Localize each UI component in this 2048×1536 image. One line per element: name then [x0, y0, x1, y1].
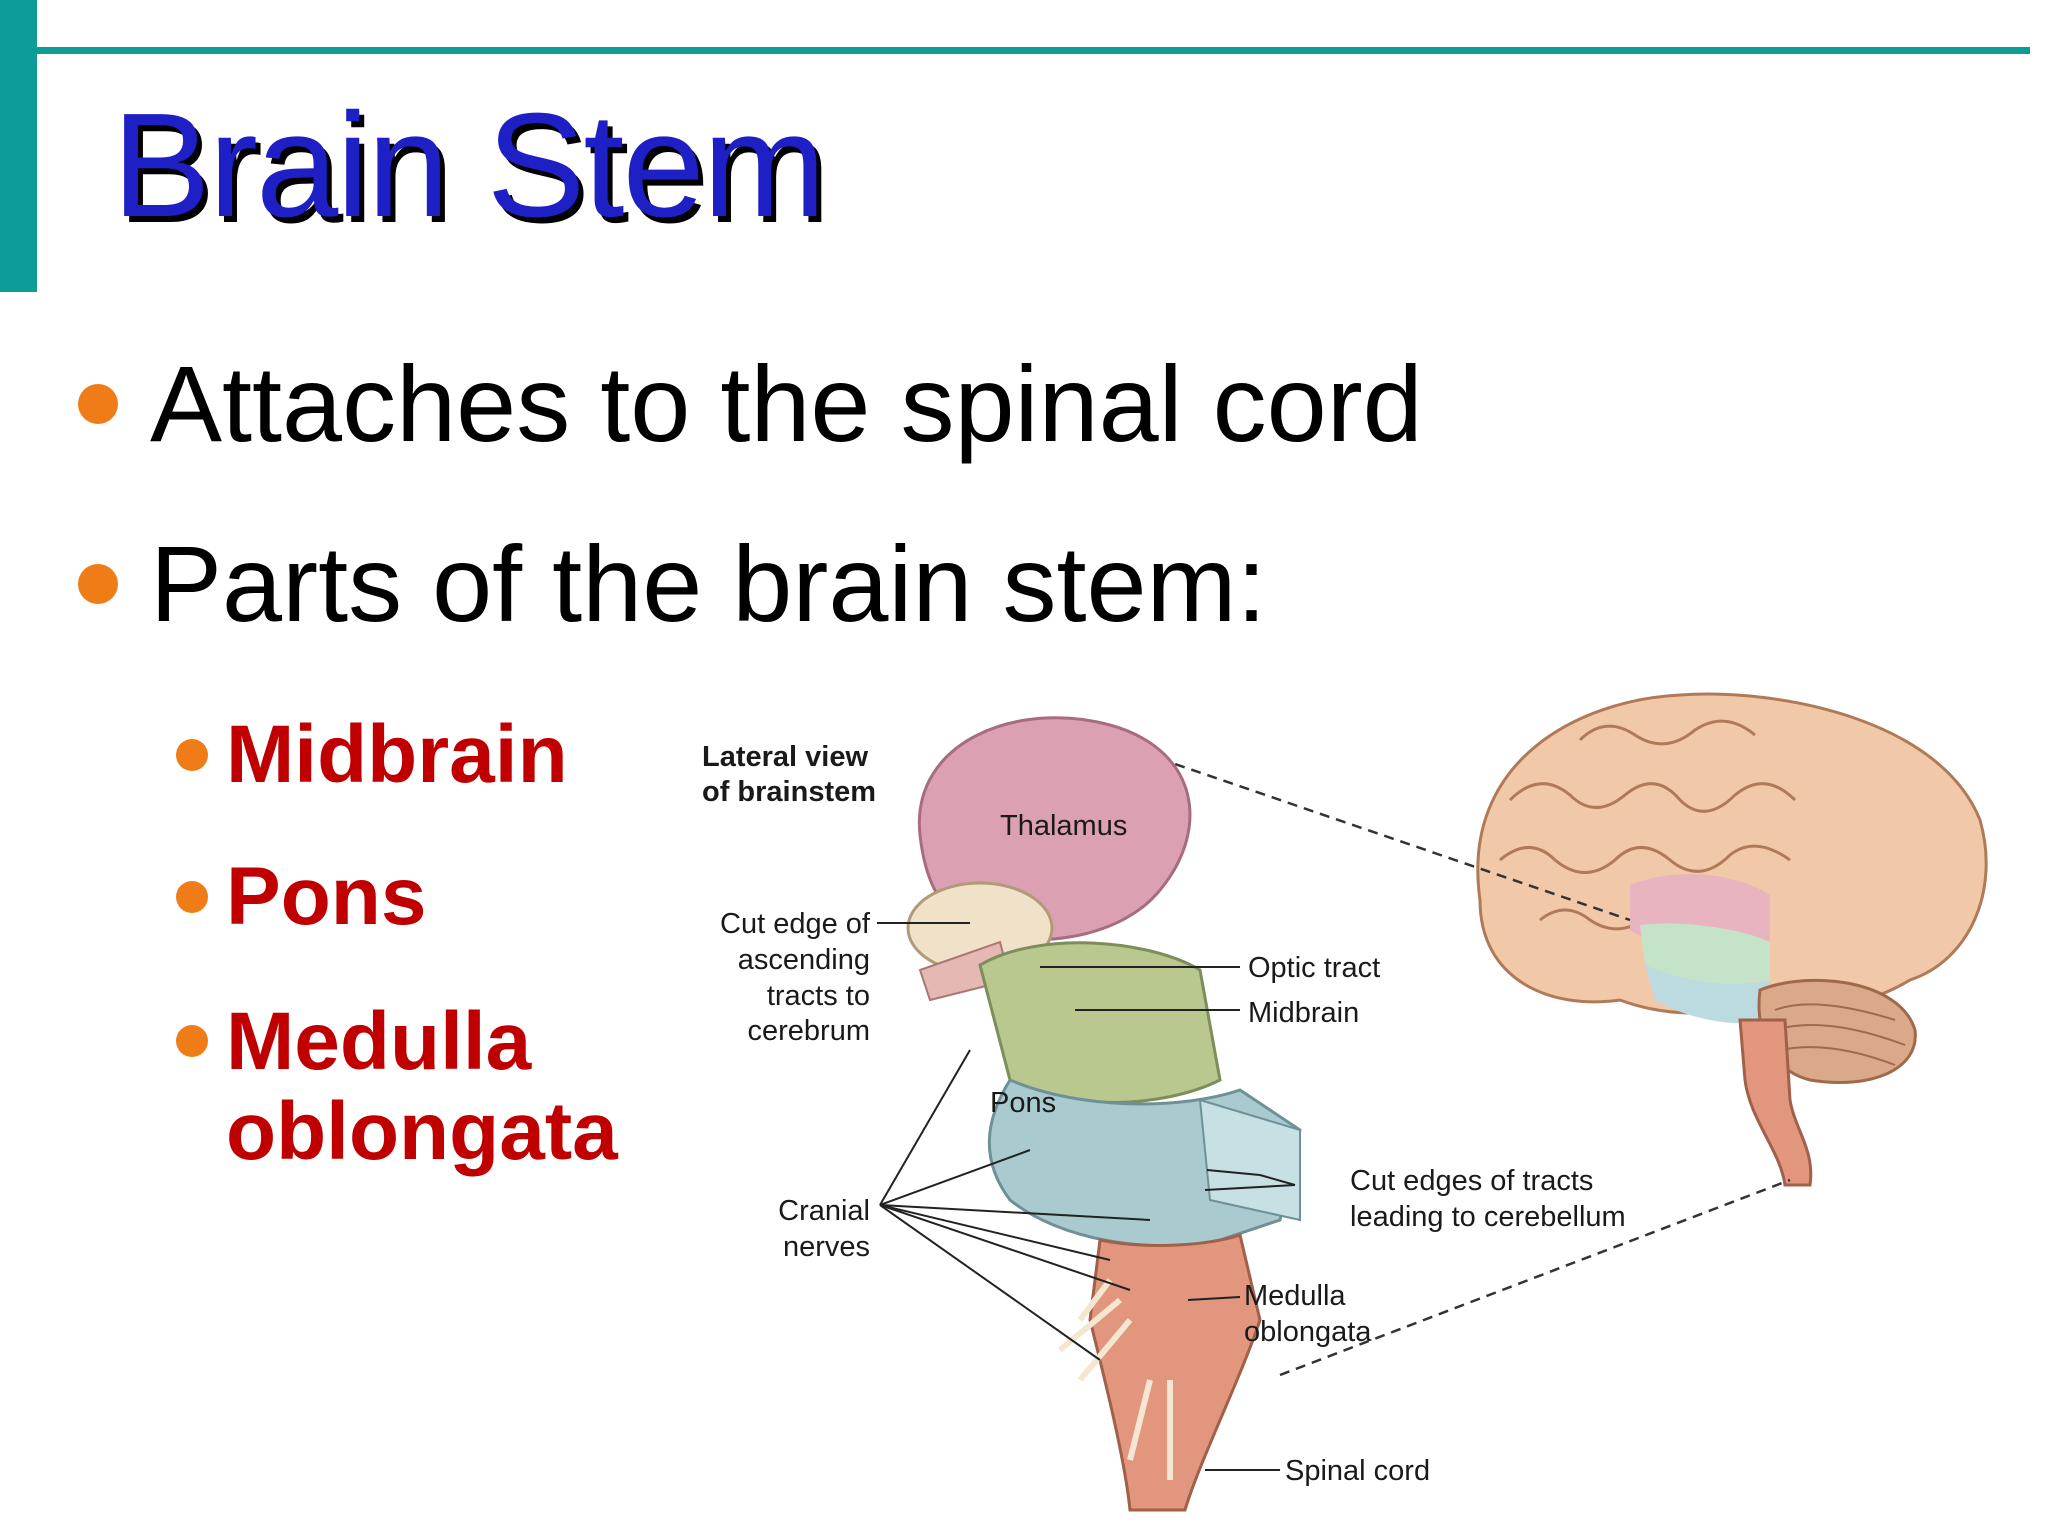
label-cut-edge-4: cerebrum	[748, 1015, 871, 1047]
whole-brain-illustration	[1476, 692, 1988, 1187]
caption-line-1: Lateral view	[702, 741, 868, 773]
caption-line-2: of brainstem	[702, 776, 876, 808]
label-medulla-1: Medulla	[1244, 1280, 1346, 1312]
sub-bullet-text: Pons	[226, 851, 427, 942]
label-cut-edge-2: ascending	[738, 944, 870, 976]
label-cut-edge-1: Cut edge of	[720, 908, 871, 940]
label-thalamus: Thalamus	[1000, 810, 1127, 842]
label-cut-edges-cerebellum-2: leading to cerebellum	[1350, 1201, 1626, 1233]
sub-bullet-item: Midbrain	[176, 710, 568, 800]
bullet-dot-icon	[78, 384, 118, 424]
label-midbrain: Midbrain	[1248, 997, 1359, 1029]
bullet-item: Attaches to the spinal cord	[78, 350, 1423, 458]
label-cut-edges-cerebellum-1: Cut edges of tracts	[1350, 1165, 1593, 1197]
bullet-dot-icon	[176, 1025, 208, 1057]
bullet-text: Parts of the brain stem:	[150, 523, 1267, 644]
bullet-item: Parts of the brain stem:	[78, 530, 1267, 638]
bullet-dot-icon	[176, 881, 208, 913]
accent-bar	[0, 0, 37, 292]
label-optic-tract: Optic tract	[1248, 952, 1380, 984]
bullet-text: Attaches to the spinal cord	[150, 343, 1423, 464]
brainstem-diagram: Lateral view of brainstem Thalamus Cut e…	[702, 692, 1988, 1512]
bullet-dot-icon	[176, 739, 208, 771]
brainstem-illustration	[906, 716, 1302, 1512]
sub-bullet-text: Midbrain	[226, 709, 568, 800]
sub-bullet-item: Medulla oblongata	[176, 997, 618, 1177]
label-spinal-cord: Spinal cord	[1285, 1455, 1430, 1487]
label-medulla-2: oblongata	[1244, 1316, 1372, 1348]
label-cranial-1: Cranial	[778, 1195, 870, 1227]
slide-title: Brain Stem	[112, 83, 826, 248]
label-cranial-2: nerves	[783, 1231, 870, 1263]
label-pons: Pons	[990, 1087, 1056, 1119]
title-rule	[37, 47, 2030, 54]
label-cut-edge-3: tracts to	[767, 980, 870, 1012]
sub-bullet-text: Medulla	[226, 996, 532, 1087]
bullet-dot-icon	[78, 564, 118, 604]
sub-bullet-item: Pons	[176, 852, 426, 942]
sub-bullet-text-continued: oblongata	[226, 1086, 618, 1177]
